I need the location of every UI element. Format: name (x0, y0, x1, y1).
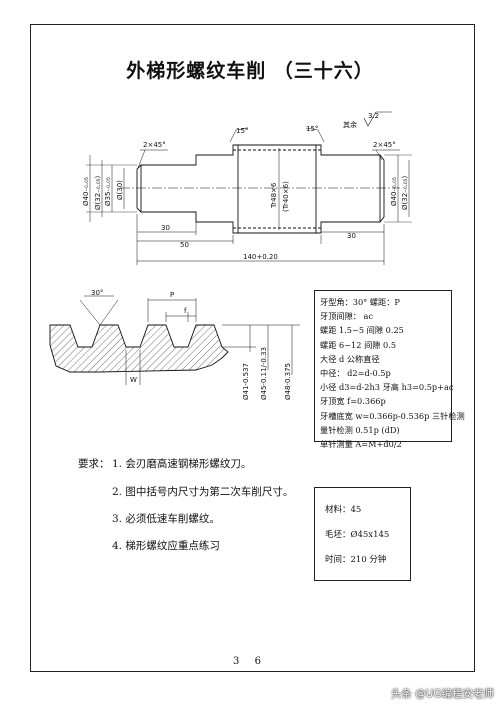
left-dia-2: Ø(32₋₀.₀₅) (94, 176, 102, 210)
thread-angle-label: 30° (91, 289, 103, 297)
chamfer-right-label: 2×45° (373, 141, 396, 149)
shaft-outline (136, 144, 385, 234)
angle-left-label: 15° (236, 127, 248, 135)
len-50: 50 (180, 241, 189, 249)
page-title: 外梯形螺纹车削 （三十六） (126, 60, 374, 82)
left-dia-3: Ø35₋₀.₀₅ (104, 177, 112, 206)
thread-parameters-box: 牙型角：30° 螺距：P 牙顶间隙： ac 螺距 1.5~5 间隙 0.25 螺… (314, 290, 465, 449)
thread-w-label: W (130, 376, 137, 384)
thread-main-label: Tr48×6 (270, 182, 278, 209)
param-line: 牙槽底宽 w=0.366p-0.536p 三针检测 (320, 410, 465, 421)
len-30-right: 30 (347, 232, 356, 240)
thread-f-label: f (184, 307, 187, 315)
param-line: 牙顶宽 f=0.366p (320, 396, 386, 407)
param-line: 大径 d 公称直径 (320, 353, 380, 364)
page-number: 3 6 (233, 656, 267, 667)
len-total: 140+0.20 (243, 253, 278, 261)
param-line: 中径： d2=d-0.5p (320, 368, 391, 379)
right-dia-1: Ø40₋₀.₀₅ (390, 177, 398, 206)
thread-dia-1: Ø41-0.537 (242, 363, 250, 400)
blank-text: 毛坯：Ø45x145 (325, 530, 390, 540)
chamfer-left-label: 2×45° (143, 141, 166, 149)
requirement-item: 3. 必须低速车削螺纹。 (112, 513, 220, 525)
material-box: 材料：45 毛坯：Ø45x145 时间：210 分钟 (314, 487, 411, 581)
requirements-label: 要求： (78, 458, 110, 470)
requirement-item: 1. 会刃磨高速钢梯形螺纹刀。 (112, 458, 252, 470)
requirement-item: 4. 梯形螺纹应重点练习 (112, 540, 220, 552)
right-dia-2: Ø(32₋₀.₀₅) (401, 176, 409, 210)
param-line: 量针检测 0.51p (dD) (320, 424, 400, 435)
len-30-left: 30 (161, 224, 170, 232)
param-line: 牙型角：30° 螺距：P (320, 297, 400, 307)
thread-dia-2: Ø45-0.11/-0.33 (260, 347, 268, 400)
left-dia-4: Ø(30) (116, 180, 124, 200)
param-line: 小径 d3=d-2h3 牙高 h3=0.5p+ac (320, 382, 454, 393)
thread-alt-label: (Tr40×6) (282, 181, 290, 212)
param-line: 单针测量 A=M+d0/2 (320, 439, 402, 450)
page-frame (30, 24, 475, 672)
param-line: 螺距 6~12 间隙 0.5 (320, 339, 397, 350)
requirement-item: 2. 图中括号内尺寸为第二次车削尺寸。 (112, 486, 294, 498)
thread-pitch-label: P (170, 291, 174, 299)
material-text: 材料：45 (325, 505, 362, 515)
roughness-label: 其余 (343, 120, 357, 129)
thread-profile (49, 324, 229, 373)
left-dia-1: Ø40₋₀.₀₅ (82, 177, 90, 206)
param-line: 螺距 1.5~5 间隙 0.25 (320, 325, 404, 336)
time-text: 时间：210 分钟 (325, 555, 387, 565)
roughness-value: 3.2 (368, 112, 379, 120)
angle-right-label: 15° (306, 125, 318, 133)
thread-dia-3: Ø48-0.375 (284, 363, 292, 400)
param-line: 牙顶间隙： ac (320, 311, 374, 322)
watermark: 头条 @UG编程安老师 (390, 688, 494, 700)
